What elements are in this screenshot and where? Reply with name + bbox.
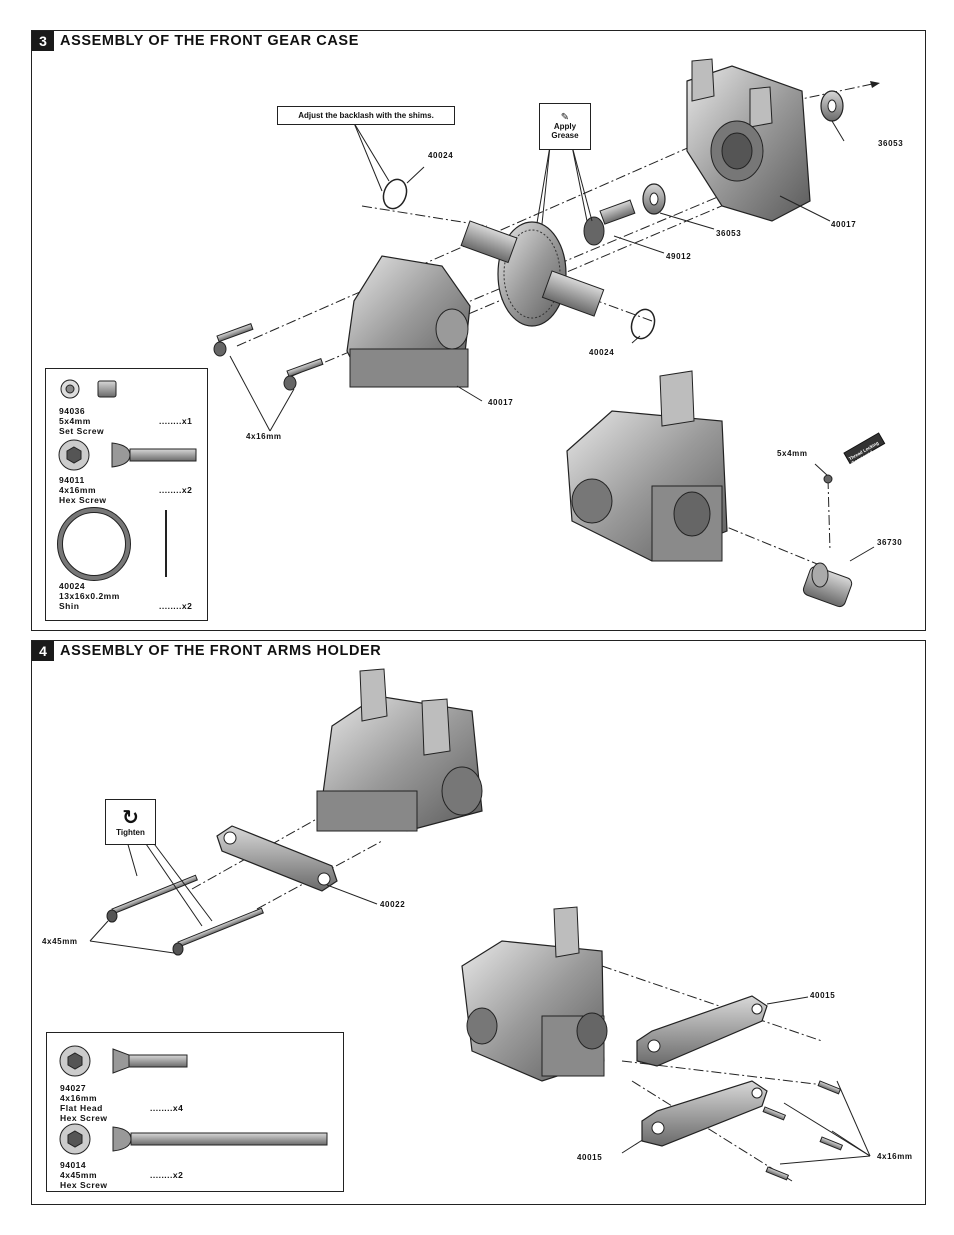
flat-head-screw-icon <box>59 1045 188 1077</box>
bearing-36053-top <box>820 81 880 122</box>
step-3-panel: 3 ASSEMBLY OF THE FRONT GEAR CASE <box>31 30 926 631</box>
bearing-36053-middle <box>642 183 666 215</box>
qty-94027: ........x4 <box>150 1103 184 1113</box>
part-94036: 94036 5x4mm Set Screw <box>59 406 105 436</box>
screw-4x16mm-upper <box>213 323 254 357</box>
screw-4x45mm-upper <box>106 874 198 923</box>
step-title: ASSEMBLY OF THE FRONT ARMS HOLDER <box>60 643 382 659</box>
leader-line <box>269 388 295 432</box>
pinion-gear-49012 <box>583 199 636 246</box>
step-4-header: 4 ASSEMBLY OF THE FRONT ARMS HOLDER <box>32 641 381 661</box>
part-40024: 40024 13x16x0.2mm Shin <box>59 581 120 611</box>
label-pinion: 49012 <box>666 252 692 261</box>
set-screw-5x4mm <box>823 474 833 484</box>
screws-4x16mm <box>762 1080 844 1181</box>
label-bearing-right: 36053 <box>878 139 904 148</box>
shim-40024-bottom <box>630 308 656 340</box>
step-4-panel: 4 ASSEMBLY OF THE FRONT ARMS HOLDER <box>31 640 926 1205</box>
leader-line <box>326 884 378 905</box>
parts-icons <box>59 1045 328 1155</box>
label-arm-bottom: 40015 <box>577 1153 603 1162</box>
label-bearing-mid: 36053 <box>716 229 742 238</box>
label-screws: 4x16mm <box>246 432 282 441</box>
qty-94014: ........x2 <box>150 1170 184 1180</box>
front-arms-holder-drawing <box>89 668 871 1182</box>
hex-screw-icon <box>58 439 197 471</box>
arm-holder-40015-upper <box>636 995 768 1067</box>
part-94014: 94014 4x45mm Hex Screw <box>60 1160 108 1190</box>
tighten-callout: ↻ Tighten <box>105 799 156 845</box>
shim-40024-top <box>382 178 408 210</box>
gear-case-half-right <box>686 58 811 222</box>
qty-94011: ........x2 <box>159 485 193 495</box>
step-number: 4 <box>32 641 54 661</box>
backlash-callout: Adjust the backlash with the shims. <box>277 106 455 125</box>
step-title: ASSEMBLY OF THE FRONT GEAR CASE <box>60 33 359 49</box>
qty-94036: ........x1 <box>159 416 193 426</box>
label-outdrive: 36730 <box>877 538 903 547</box>
part-94027: 94027 4x16mm Flat Head Hex Screw <box>60 1083 108 1123</box>
differential-assembly <box>460 220 605 327</box>
screw-4x16mm-lower <box>283 358 324 391</box>
label-long-screws: 4x45mm <box>42 937 78 946</box>
hex-screw-long-icon <box>59 1123 328 1155</box>
assembled-gear-case-top <box>316 668 483 832</box>
gear-case-half-left <box>346 255 471 388</box>
parts-icons <box>57 379 197 581</box>
grease-line-2: Grease <box>551 131 579 140</box>
arms-holder-40022 <box>216 825 338 892</box>
part-94011: 94011 4x16mm Hex Screw <box>59 475 107 505</box>
label-shim-top: 40024 <box>428 151 454 160</box>
callout-leaders <box>89 840 871 1165</box>
callout-leaders <box>353 120 875 562</box>
label-arm-top: 40015 <box>810 991 836 1000</box>
label-shim-bottom: 40024 <box>589 348 615 357</box>
tighten-label: Tighten <box>116 827 145 837</box>
leader-line <box>229 355 271 432</box>
arm-holder-40015-lower <box>641 1080 768 1147</box>
thread-lock-bottle <box>843 432 886 465</box>
shim-icon <box>57 507 167 581</box>
set-screw-icon <box>60 379 117 399</box>
assembled-gear-case-bottom <box>461 906 608 1082</box>
label-set-screw: 5x4mm <box>777 449 808 458</box>
apply-grease-callout: ✎ Apply Grease <box>539 103 591 150</box>
step-number: 3 <box>32 31 54 51</box>
label-short-screws: 4x16mm <box>877 1152 913 1161</box>
grease-line-1: Apply <box>553 122 577 131</box>
assembled-gear-case <box>566 370 728 562</box>
step-3-header: 3 ASSEMBLY OF THE FRONT GEAR CASE <box>32 31 359 51</box>
parts-list-step-3: 94036 5x4mm Set Screw ........x1 94011 4… <box>45 368 208 621</box>
label-case-left: 40017 <box>488 398 514 407</box>
screw-4x45mm-lower <box>172 907 264 956</box>
label-case-right: 40017 <box>831 220 857 229</box>
rotate-clockwise-icon: ↻ <box>122 806 139 829</box>
parts-list-step-4: 94027 4x16mm Flat Head Hex Screw .......… <box>46 1032 344 1192</box>
label-holder: 40022 <box>380 900 406 909</box>
grease-tube-icon: ✎ <box>560 112 570 123</box>
outdrive-cup-36730 <box>802 562 853 608</box>
front-gear-case-drawing <box>213 58 886 608</box>
qty-40024: ........x2 <box>159 601 193 611</box>
